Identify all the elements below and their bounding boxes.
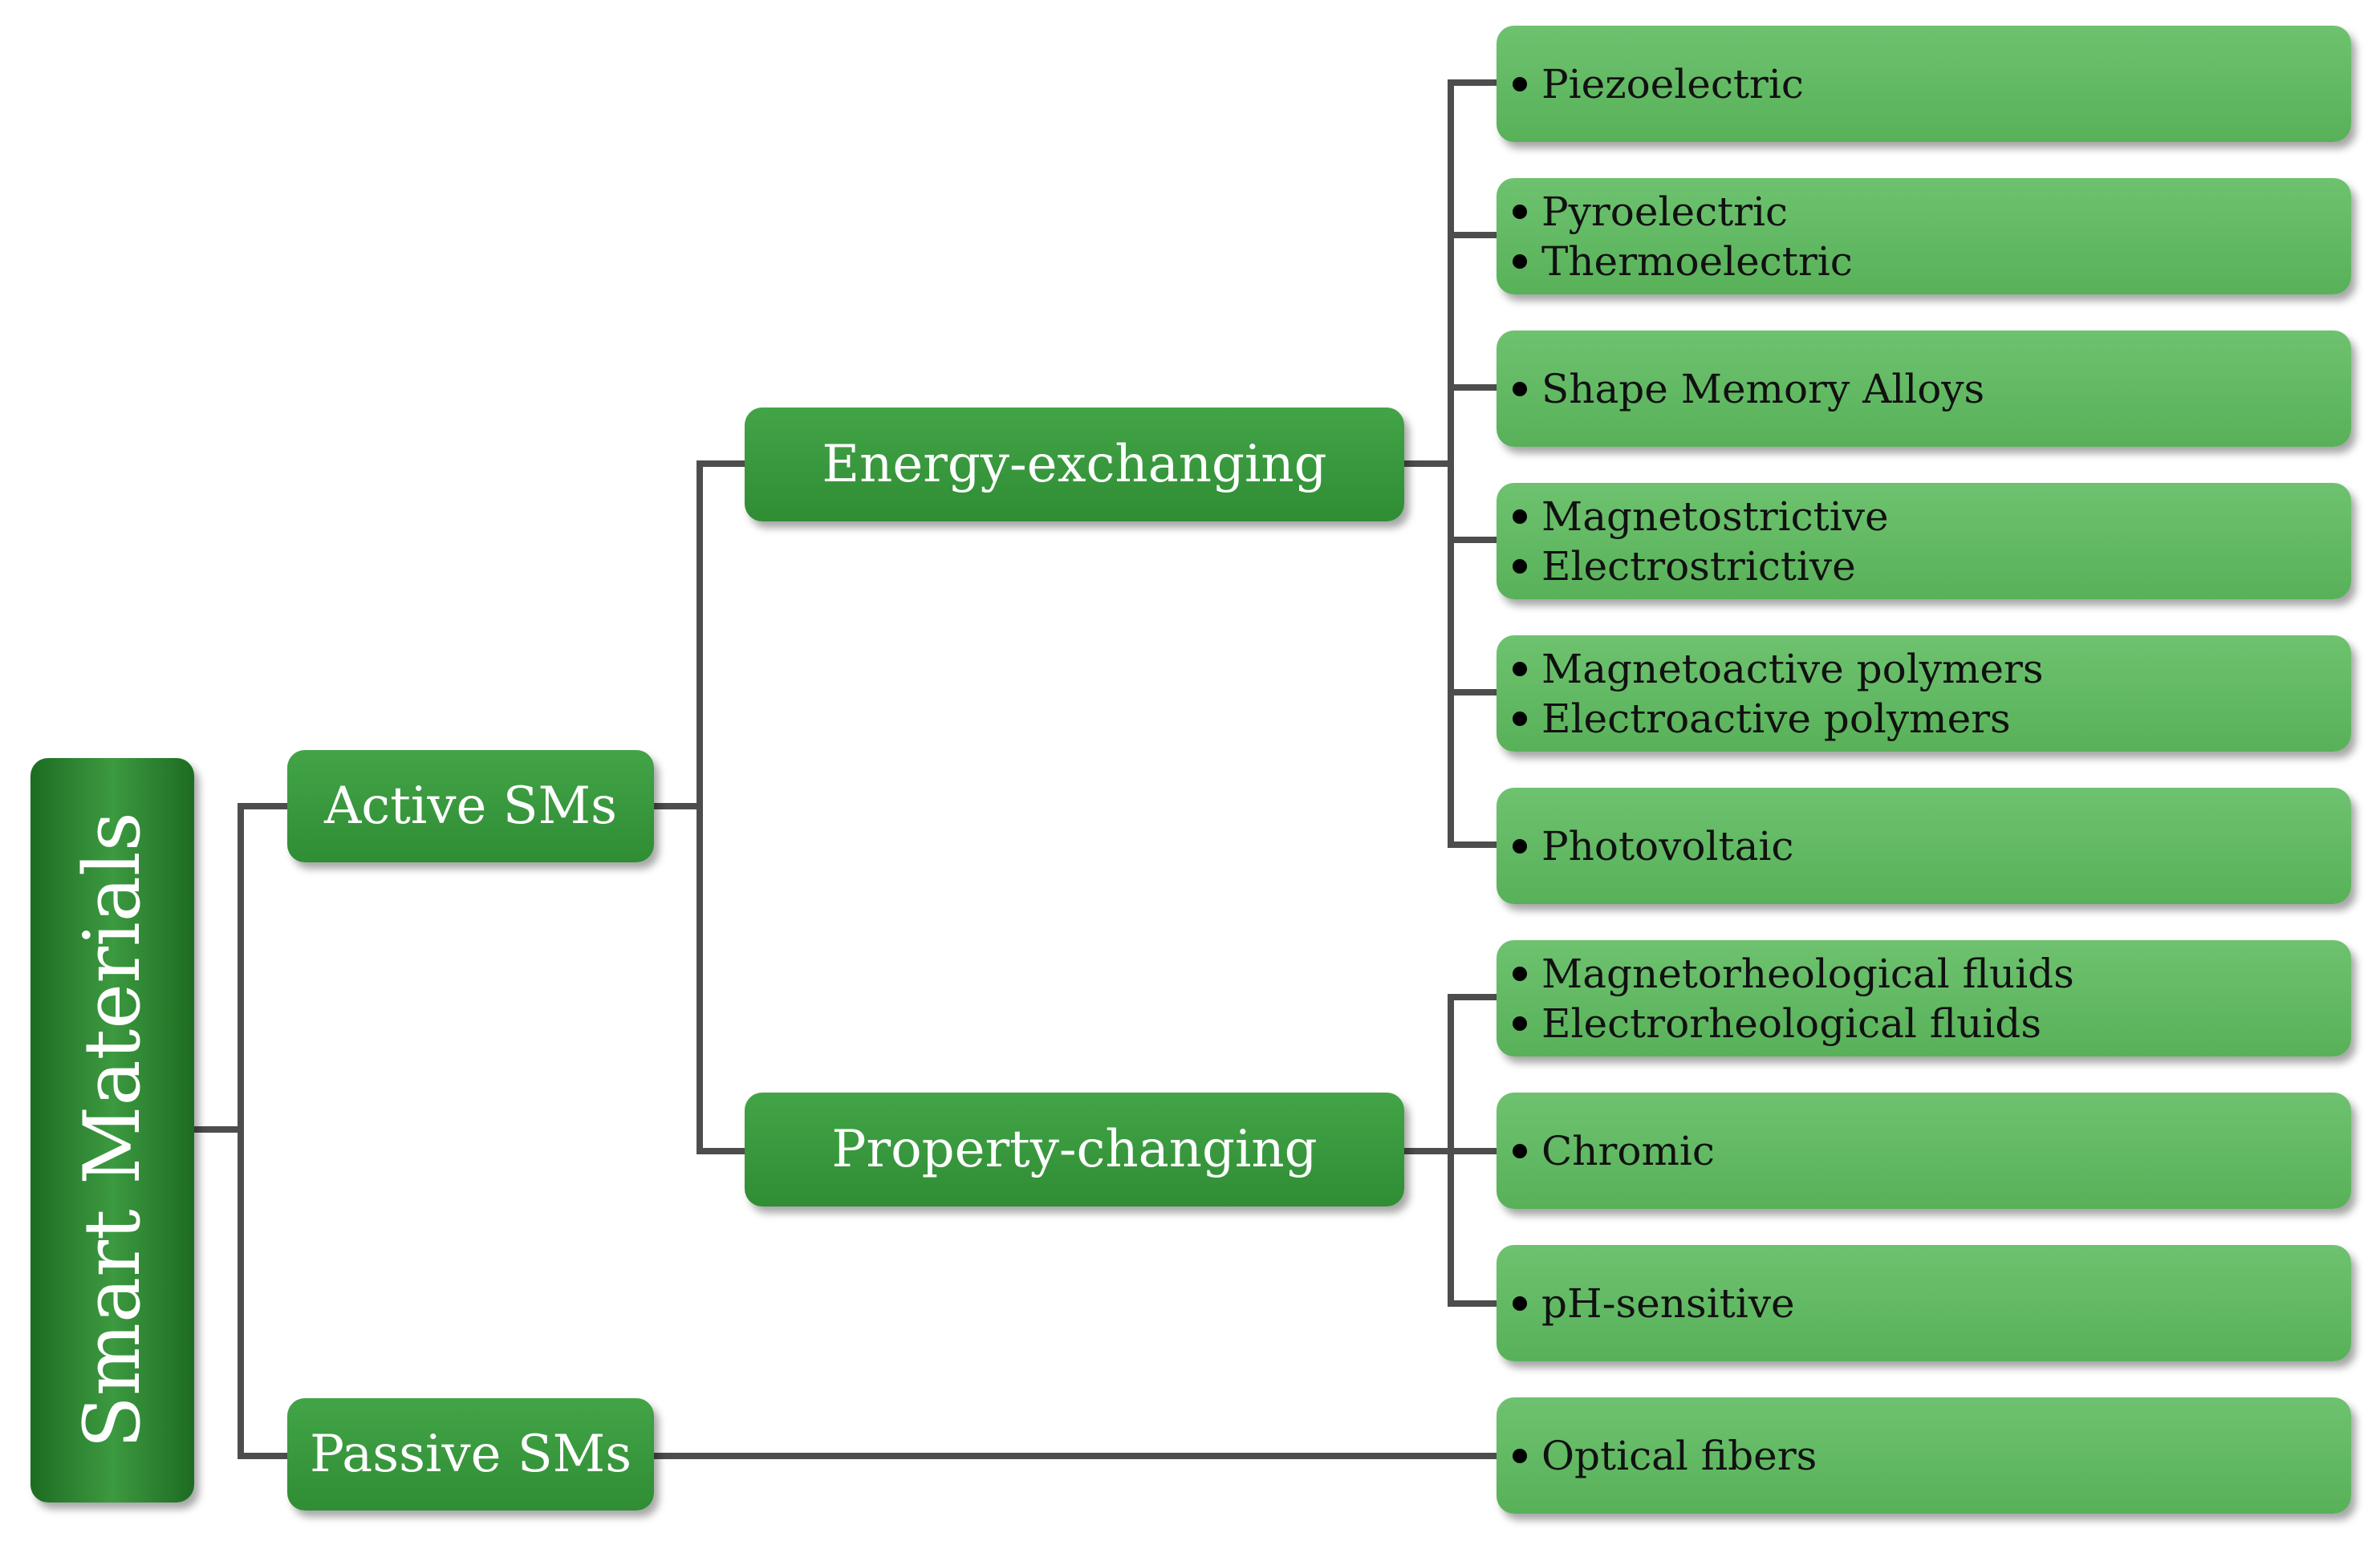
- bullet-icon: [1513, 253, 1527, 269]
- energy-exchanging-label: Energy-exchanging: [822, 435, 1327, 494]
- leaf-passive-1: Optical fibers: [1497, 1397, 2351, 1514]
- leaf-item: Electrorheological fluids: [1513, 999, 2351, 1048]
- leaf-property-2: Chromic: [1497, 1093, 2351, 1209]
- bullet-icon: [1513, 1448, 1527, 1463]
- bullet-icon: [1513, 509, 1527, 524]
- leaf-property-1: Magnetorheological fluids Electrorheolog…: [1497, 940, 2351, 1056]
- bullet-icon: [1513, 76, 1527, 91]
- energy-exchanging-node: Energy-exchanging: [745, 408, 1404, 521]
- property-changing-node: Property-changing: [745, 1093, 1404, 1206]
- leaf-item: Chromic: [1513, 1126, 2351, 1176]
- leaf-item: Shape Memory Alloys: [1513, 364, 2351, 414]
- leaf-energy-1: Piezoelectric: [1497, 26, 2351, 142]
- leaf-item: Pyroelectric: [1513, 187, 2351, 237]
- bullet-icon: [1513, 381, 1527, 396]
- leaf-energy-3: Shape Memory Alloys: [1497, 330, 2351, 447]
- active-sms-label: Active SMs: [324, 777, 617, 836]
- leaf-energy-6: Photovoltaic: [1497, 788, 2351, 904]
- passive-sms-node: Passive SMs: [287, 1398, 654, 1511]
- leaf-item: Piezoelectric: [1513, 59, 2351, 109]
- bullet-icon: [1513, 966, 1527, 981]
- passive-sms-label: Passive SMs: [309, 1425, 632, 1484]
- leaf-item: Electrostrictive: [1513, 541, 2351, 591]
- leaf-property-3: pH-sensitive: [1497, 1245, 2351, 1361]
- leaf-item: Magnetostrictive: [1513, 492, 2351, 541]
- leaf-item: pH-sensitive: [1513, 1279, 2351, 1328]
- bullet-icon: [1513, 711, 1527, 726]
- bullet-icon: [1513, 1143, 1527, 1158]
- bullet-icon: [1513, 1296, 1527, 1311]
- bullet-icon: [1513, 204, 1527, 219]
- bullet-icon: [1513, 838, 1527, 854]
- leaf-item: Electroactive polymers: [1513, 694, 2351, 744]
- leaf-energy-2: Pyroelectric Thermoelectric: [1497, 178, 2351, 294]
- leaf-energy-4: Magnetostrictive Electrostrictive: [1497, 483, 2351, 599]
- root-label: Smart Materials: [67, 812, 157, 1449]
- leaf-item: Magnetorheological fluids: [1513, 949, 2351, 999]
- leaf-item: Optical fibers: [1513, 1431, 2351, 1481]
- leaf-item: Magnetoactive polymers: [1513, 644, 2351, 694]
- bullet-icon: [1513, 661, 1527, 676]
- leaf-item: Photovoltaic: [1513, 821, 2351, 871]
- bullet-icon: [1513, 558, 1527, 574]
- active-sms-node: Active SMs: [287, 750, 654, 862]
- leaf-energy-5: Magnetoactive polymers Electroactive pol…: [1497, 635, 2351, 752]
- root-node: Smart Materials: [30, 758, 194, 1502]
- leaf-item: Thermoelectric: [1513, 237, 2351, 286]
- property-changing-label: Property-changing: [831, 1120, 1318, 1179]
- bullet-icon: [1513, 1016, 1527, 1031]
